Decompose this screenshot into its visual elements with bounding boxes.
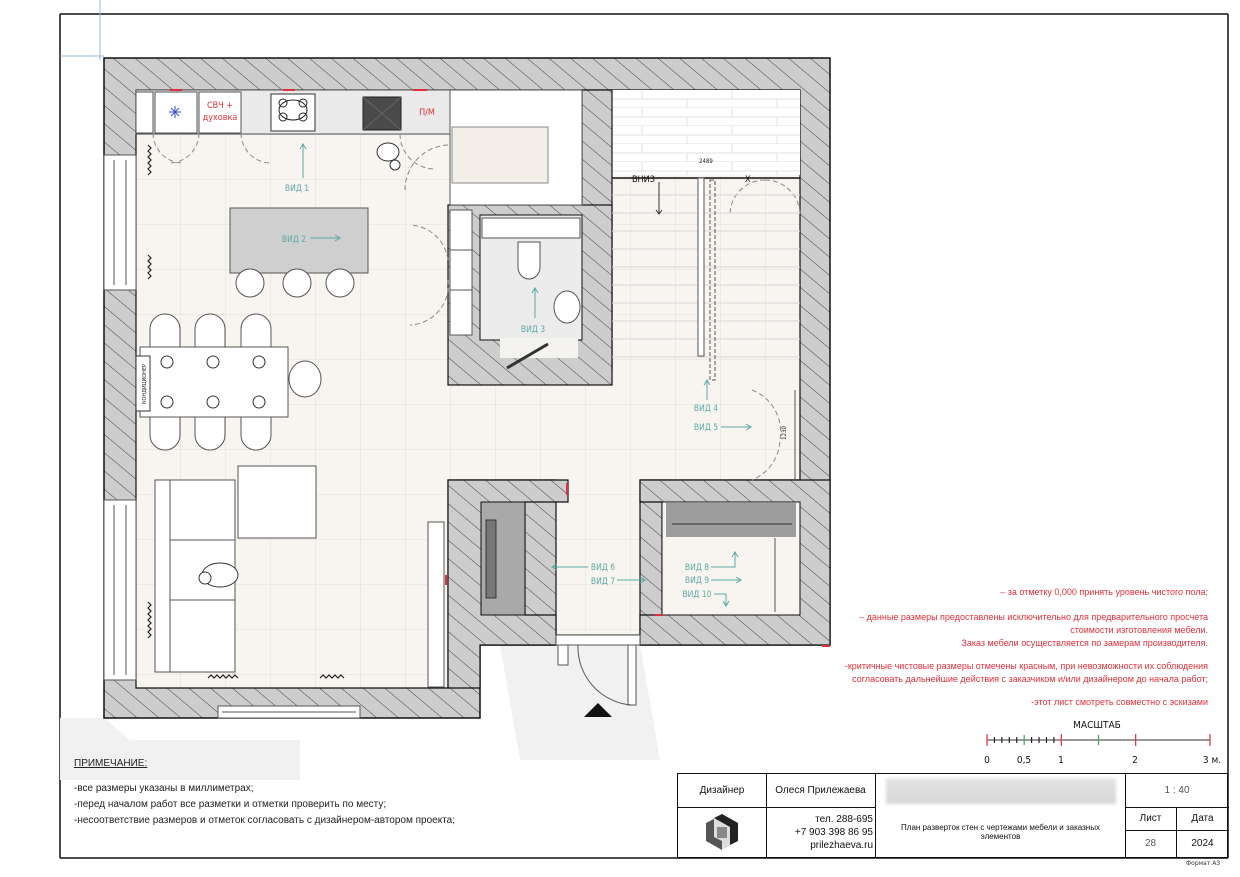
door-swings <box>152 132 801 481</box>
notes-right: – за отметку 0,000 принять уровень чисто… <box>845 586 1208 709</box>
entrance <box>555 634 641 717</box>
view-1-label: ВИД 1 <box>285 184 309 194</box>
down-label: ВНИЗ <box>632 175 655 185</box>
phone-1: тел. 288-695 <box>815 813 873 825</box>
entrance-marker-icon <box>584 703 612 717</box>
note-right-line: – за отметку 0,000 принять уровень чисто… <box>1000 587 1208 597</box>
view-3-label: ВИД 3 <box>521 325 545 335</box>
view-7-label: ВИД 7 <box>591 577 615 587</box>
bathroom-cabinet <box>481 217 581 239</box>
view-2-label: ВИД 2 <box>282 235 306 245</box>
window-left-2 <box>103 499 137 681</box>
dimension-2489: 2489 <box>699 158 713 165</box>
dimension-1230: 1230 <box>781 426 788 440</box>
critical-dimension-marks <box>170 89 830 647</box>
windows <box>103 154 361 719</box>
oven-label: духовка <box>203 113 238 123</box>
designer-logo <box>678 807 766 857</box>
living-area <box>154 465 445 688</box>
contacts: тел. 288-695 +7 903 398 86 95 prilezhaev… <box>766 807 873 857</box>
title-block: Дизайнер Олеся Прилежаева тел. 288-695 +… <box>677 773 1229 858</box>
pantry-shelves <box>449 209 473 336</box>
view-markers: ВИД 1 ВИД 2 ВИД 3 ВИД 4 ВИД 5 ВИД 6 ВИД … <box>282 143 752 607</box>
view-5-label: ВИД 5 <box>694 423 718 433</box>
note-right-line: – данные размеры предоставлены исключите… <box>859 612 1208 622</box>
view-6-label: ВИД 6 <box>591 563 615 573</box>
dining-table <box>139 346 289 418</box>
up-label: Х <box>745 175 751 185</box>
note-right-line: согласовать дальнейшие действия с заказч… <box>852 674 1208 684</box>
date-label: Дата <box>1191 813 1214 824</box>
scale-bar: МАСШТАБ 0 0,5 1 2 3 м. <box>984 720 1221 766</box>
washbasin <box>553 290 581 324</box>
ottoman <box>237 465 317 539</box>
blurred-address <box>876 774 1125 807</box>
kitchen: СВЧ + духовка П/М <box>135 89 801 481</box>
note-line: -перед началом работ все разметки и отме… <box>74 799 387 810</box>
oven-cabinet <box>198 91 242 134</box>
tall-cabinet <box>135 91 154 134</box>
stair-treads <box>612 194 800 358</box>
dining: КОНДИЦИОНЕР <box>135 313 322 451</box>
radiators <box>147 144 345 679</box>
view-9-label: ВИД 9 <box>685 576 709 586</box>
stair-handrail-upper <box>709 179 716 381</box>
note-right-line: Заказ мебели осуществляется по замерам п… <box>961 638 1208 648</box>
sheet-frame <box>59 0 1229 859</box>
note-line: -несоответствие размеров и отметок согла… <box>74 815 456 826</box>
burner-icons <box>278 98 308 122</box>
notes-heading: ПРИМЕЧАНИЕ: <box>74 758 148 769</box>
drawing-scale: 1 : 40 <box>1164 785 1190 796</box>
window-left-1 <box>103 154 137 291</box>
paper-format: Формат А3 <box>1186 860 1221 867</box>
scale-tick-2: 2 <box>1132 755 1138 766</box>
wardrobe-rail-top <box>666 503 796 537</box>
person-figure <box>376 142 401 171</box>
sheet-title: План разверток стен с чертежами мебели и… <box>901 823 1100 841</box>
person-figure <box>198 562 239 588</box>
note-line: -все размеры указаны в миллиметрах; <box>74 783 254 794</box>
sheet-number: 28 <box>1144 838 1157 849</box>
scale-tick-0-5: 0,5 <box>1017 755 1031 766</box>
note-right-line: -этот лист смотреть совместно с эскизами <box>1031 697 1208 707</box>
air-conditioner-label: КОНДИЦИОНЕР <box>142 364 148 404</box>
scale-tick-1: 1 <box>1058 755 1064 766</box>
stair-landing <box>612 90 800 175</box>
view-10-label: ВИД 10 <box>682 590 711 600</box>
website-link[interactable]: prilezhaeva.ru <box>810 839 873 851</box>
bar-stools <box>235 268 355 298</box>
date-value: 2024 <box>1191 838 1214 849</box>
dishwasher-label: П/М <box>419 108 435 118</box>
toilet <box>517 241 541 280</box>
staircase: ВНИЗ Х 2489 1230 <box>612 158 800 480</box>
kitchen-tall-unit <box>451 126 549 184</box>
microwave-label: СВЧ + <box>207 101 233 111</box>
note-right-line: стоимости изготовления мебели. <box>1070 625 1208 635</box>
tv-console <box>427 521 445 688</box>
kitchen-island <box>229 207 369 274</box>
scale-bar-title: МАСШТАБ <box>1073 720 1121 731</box>
cube-logo-icon <box>706 814 738 850</box>
phone-2: +7 903 398 86 95 <box>794 826 873 838</box>
place-settings <box>160 355 266 409</box>
sheet-label: Лист <box>1139 813 1162 824</box>
scale-tick-0: 0 <box>984 755 990 766</box>
shoe-rack <box>485 519 497 599</box>
fridge-snowflake-icon <box>169 106 181 118</box>
notes-left: ПРИМЕЧАНИЕ: -все размеры указаны в милли… <box>74 758 455 829</box>
air-conditioner <box>135 355 151 412</box>
designer-name: Олеся Прилежаева <box>775 785 866 796</box>
dining-chairs <box>149 313 322 451</box>
role-label: Дизайнер <box>699 785 745 796</box>
view-8-label: ВИД 8 <box>685 563 709 573</box>
note-right-line: -критичные чистовые размеры отмечены кра… <box>844 661 1208 671</box>
view-4-label: ВИД 4 <box>694 404 718 414</box>
background-shading <box>60 645 660 780</box>
stair-handrail <box>697 177 705 357</box>
scale-tick-3: 3 м. <box>1203 755 1221 766</box>
bathroom <box>481 217 581 370</box>
